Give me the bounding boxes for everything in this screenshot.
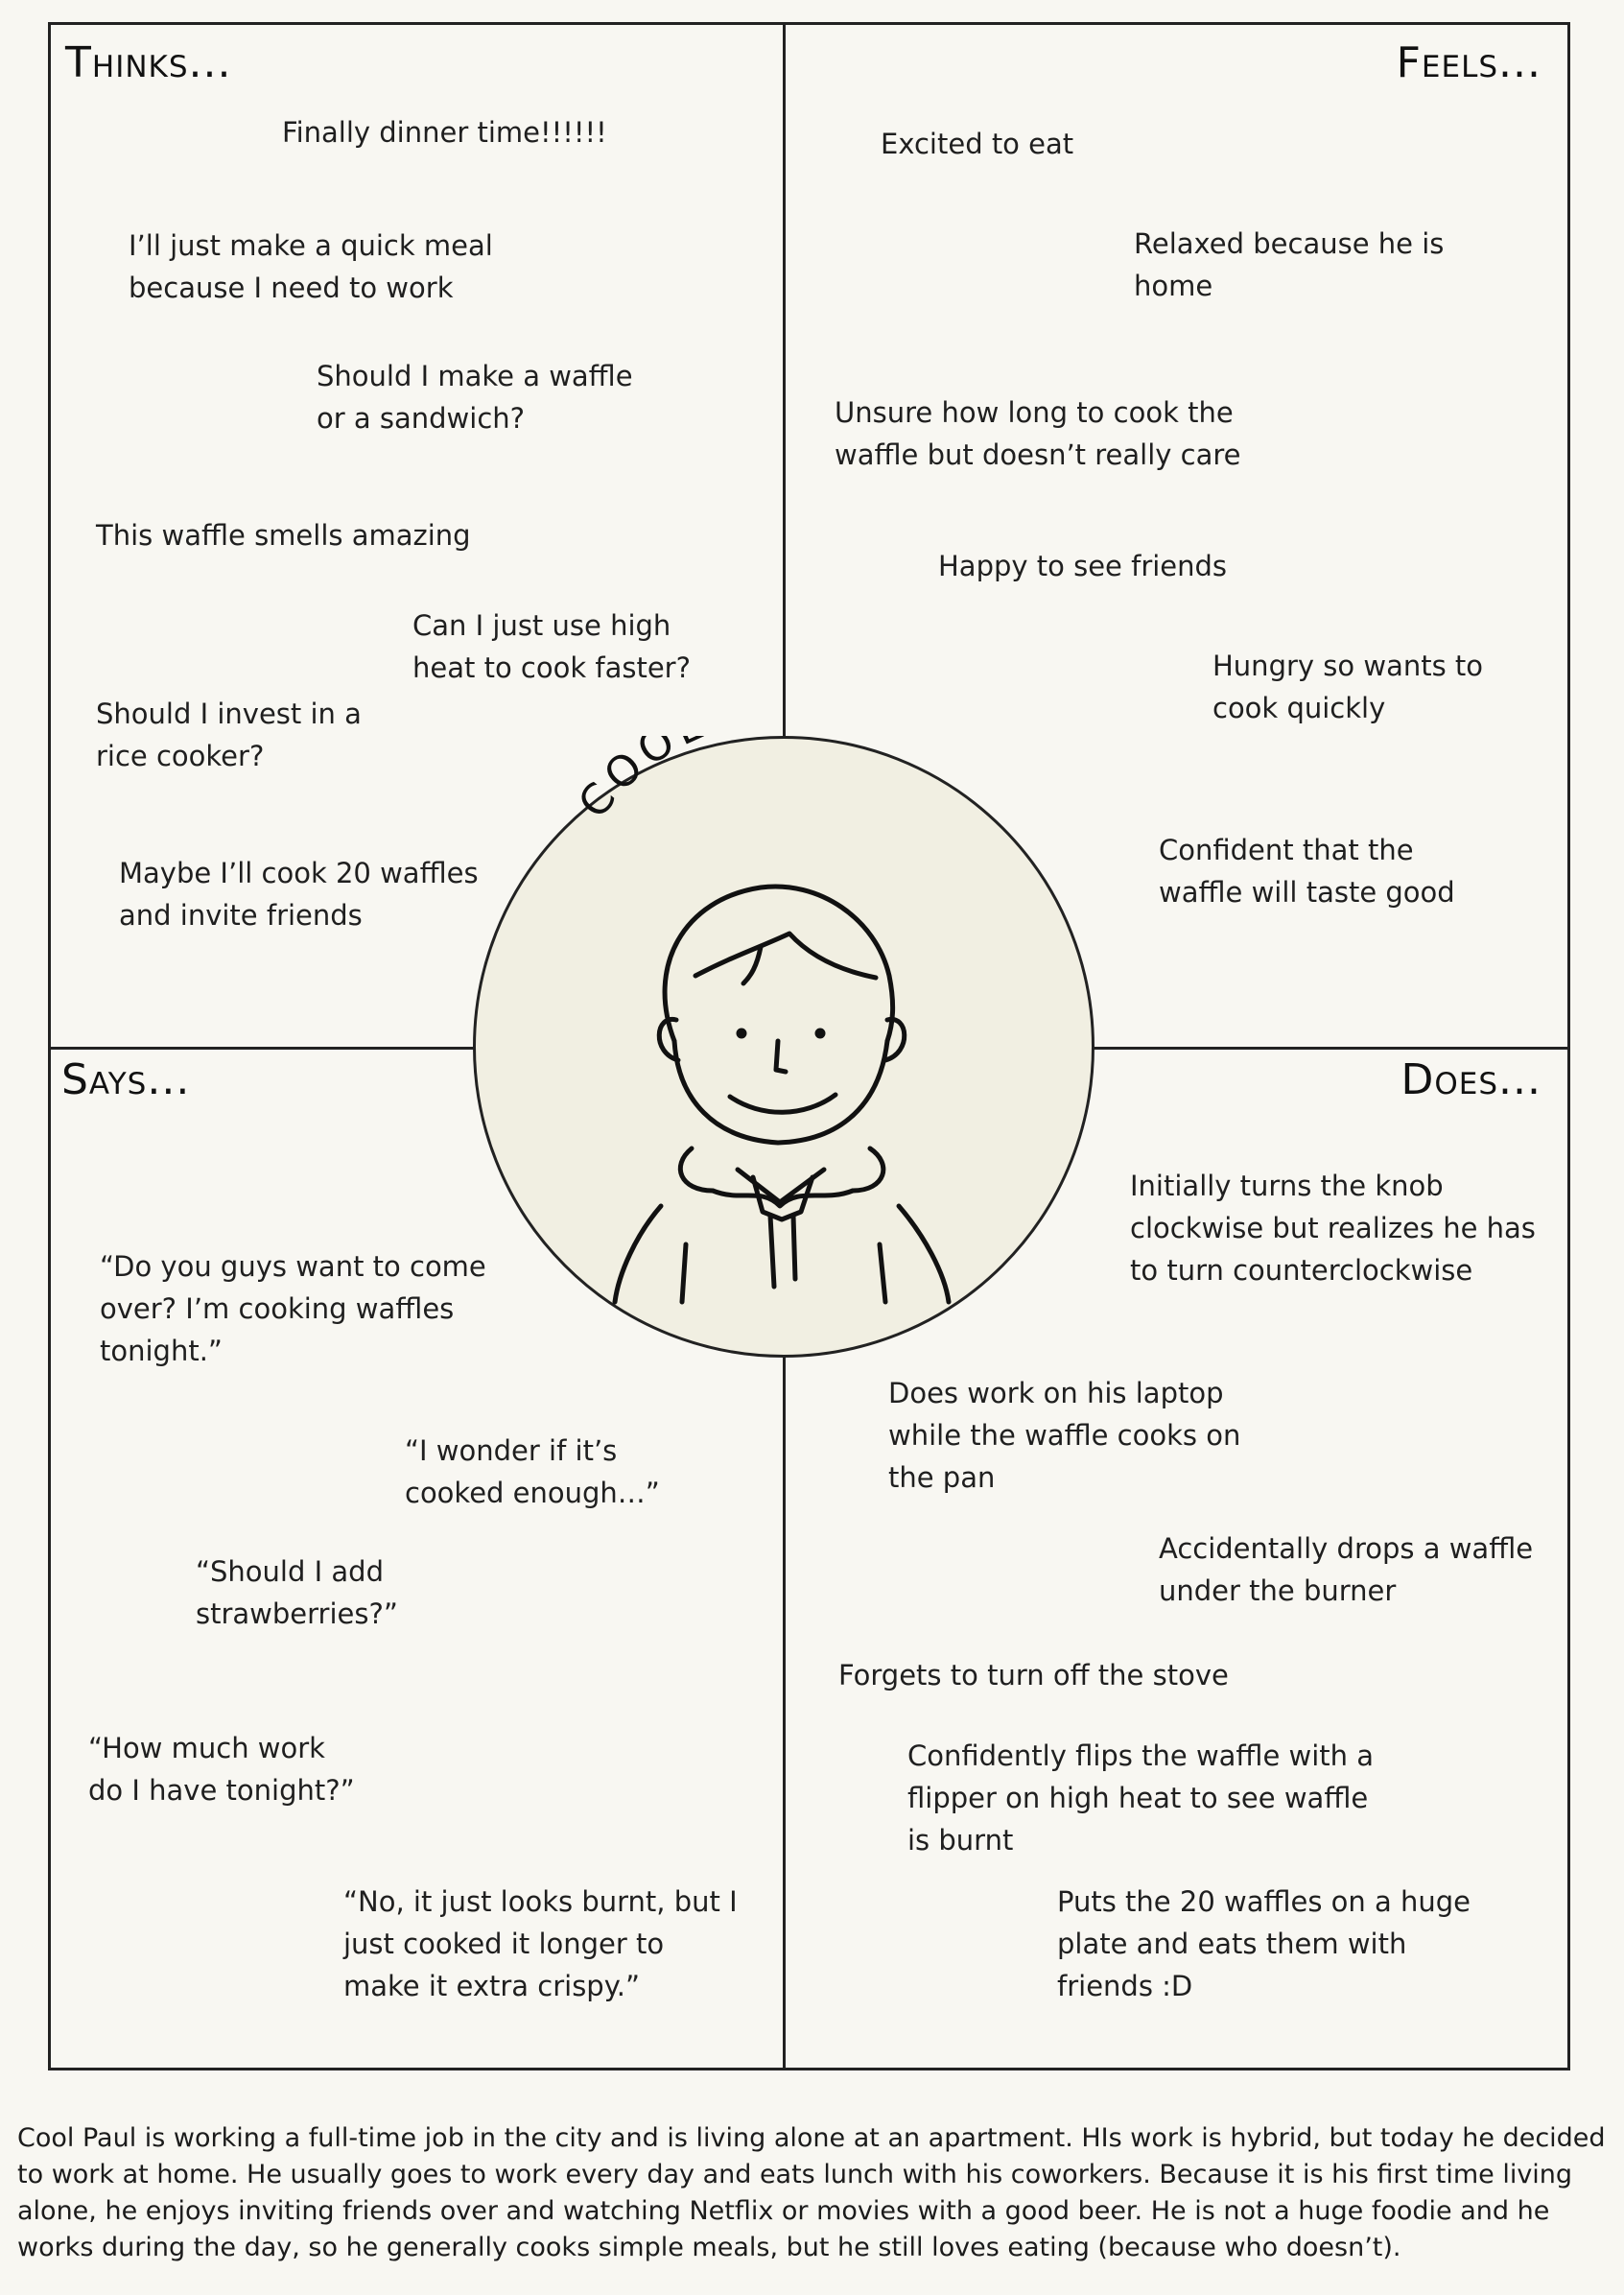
does-heading: Does... xyxy=(1400,1055,1542,1104)
does-note: Puts the 20 waffles on a huge plate and … xyxy=(1057,1885,1471,2002)
does-note: Does work on his laptop while the waffle… xyxy=(888,1377,1241,1494)
thinks-note: Finally dinner time!!!!!! xyxy=(282,116,607,149)
feels-note: Unsure how long to cook the waffle but d… xyxy=(835,396,1241,471)
persona-illustration: COOL PAUL xyxy=(569,736,952,1305)
feels-note: Excited to eat xyxy=(881,128,1074,160)
empathy-map-frame xyxy=(48,22,1570,2070)
says-note: “Do you guys want to come over? I’m cook… xyxy=(100,1250,486,1367)
thinks-note: Should I make a waffle or a sandwich? xyxy=(317,360,633,435)
feels-note: Happy to see friends xyxy=(938,550,1228,582)
does-note: Confidently flips the waffle with a flip… xyxy=(907,1739,1375,1857)
thinks-note: Should I invest in a rice cooker? xyxy=(96,698,362,772)
does-note: Accidentally drops a waffle under the bu… xyxy=(1159,1532,1534,1607)
feels-note: Confident that the waffle will taste goo… xyxy=(1159,834,1455,909)
does-note: Initially turns the knob clockwise but r… xyxy=(1130,1170,1536,1287)
says-note: “No, it just looks burnt, but I just coo… xyxy=(343,1885,738,2002)
persona-name-first: COOL xyxy=(569,736,714,827)
feels-note: Relaxed because he is home xyxy=(1134,227,1445,302)
person-drawing-icon xyxy=(612,884,952,1305)
thinks-note: This waffle smells amazing xyxy=(96,519,471,552)
does-note: Forgets to turn off the stove xyxy=(838,1659,1229,1692)
says-note: “How much work do I have tonight?” xyxy=(88,1732,355,1807)
thinks-note: Maybe I’ll cook 20 waffles and invite fr… xyxy=(119,857,479,932)
thinks-note: I’ll just make a quick meal because I ne… xyxy=(129,229,493,304)
persona-description: Cool Paul is working a full-time job in … xyxy=(17,2123,1606,2262)
thinks-note: Can I just use high heat to cook faster? xyxy=(412,609,691,684)
says-note: “I wonder if it’s cooked enough…” xyxy=(405,1434,660,1509)
persona-name: COOL PAUL xyxy=(569,736,885,827)
persona-circle xyxy=(473,736,1094,1358)
thinks-heading: Thinks... xyxy=(65,38,232,87)
says-note: “Should I add strawberries?” xyxy=(196,1555,398,1630)
feels-note: Hungry so wants to cook quickly xyxy=(1212,650,1484,724)
feels-heading: Feels... xyxy=(1396,38,1542,87)
persona-name-last: PAUL xyxy=(741,736,885,745)
says-heading: Says... xyxy=(61,1055,191,1104)
